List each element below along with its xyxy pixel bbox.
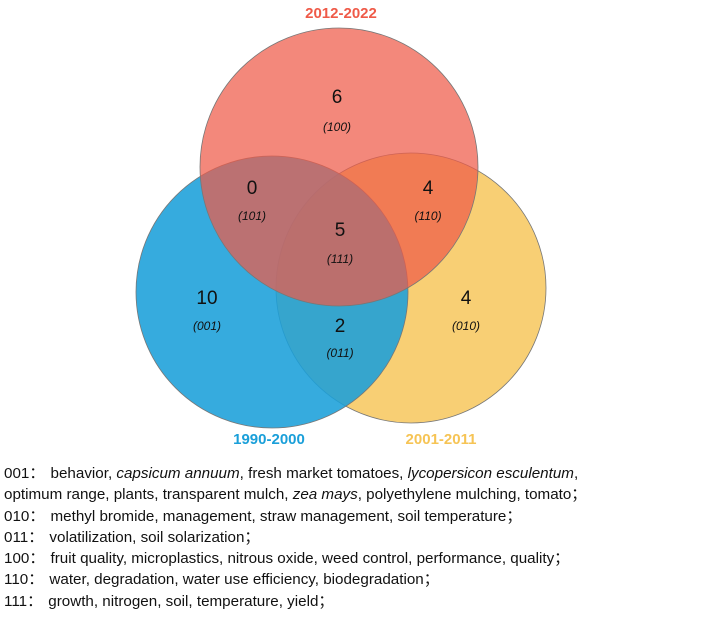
legend-row: 001： behavior, capsicum annuum, fresh mar… bbox=[4, 463, 704, 484]
legend-code: 100： bbox=[4, 550, 45, 568]
set-label-1990-2000: 1990-2000 bbox=[233, 431, 305, 448]
set-label-2001-2011: 2001-2011 bbox=[406, 431, 477, 448]
legend-keywords: water, degradation, water use efficiency… bbox=[49, 571, 439, 589]
legend-keywords: volatilization, soil solarization； bbox=[49, 528, 260, 546]
legend-row: 100： fruit quality, microplastics, nitrou… bbox=[4, 548, 704, 569]
region-011-code: (011) bbox=[326, 346, 353, 360]
keyword-legend: 001： behavior, capsicum annuum, fresh mar… bbox=[4, 463, 704, 612]
region-010-code: (010) bbox=[452, 319, 480, 333]
set-label-2012-2022: 2012-2022 bbox=[305, 5, 377, 22]
legend-keywords: zea mays bbox=[292, 486, 358, 504]
legend-row: 111： growth, nitrogen, soil, temperature,… bbox=[4, 591, 704, 612]
region-101-count: 0 bbox=[247, 178, 258, 199]
legend-code: 001： bbox=[4, 465, 45, 482]
legend-keywords: fruit quality, microplastics, nitrous ox… bbox=[50, 550, 570, 568]
set-circle-2012-2022 bbox=[199, 27, 479, 307]
legend-code: 010： bbox=[4, 507, 45, 525]
venn-diagram: 2012-2022 1990-2000 2001-2011 6 (100) 0 … bbox=[135, 5, 547, 448]
legend-keywords: , bbox=[573, 465, 579, 482]
legend-keywords: growth, nitrogen, soil, temperature, yie… bbox=[48, 592, 334, 610]
region-110-count: 4 bbox=[423, 178, 434, 199]
legend-row: optimum range, plants, transparent mulch… bbox=[4, 484, 704, 505]
legend-code: 111： bbox=[4, 592, 43, 610]
legend-row: 011： volatilization, soil solarization； bbox=[4, 527, 704, 548]
legend-keywords: , fresh market tomatoes, bbox=[239, 465, 408, 482]
region-001-count: 10 bbox=[196, 288, 217, 309]
legend-code: 011： bbox=[4, 528, 44, 546]
region-110-code: (110) bbox=[414, 209, 441, 223]
legend-keywords: lycopersicon esculentum bbox=[407, 465, 574, 482]
legend-code: 110： bbox=[4, 571, 44, 589]
legend-row: 010： methyl bromide, management, straw ma… bbox=[4, 506, 704, 527]
legend-keywords: methyl bromide, management, straw manage… bbox=[50, 507, 522, 525]
region-100-count: 6 bbox=[332, 87, 343, 108]
region-111-code: (111) bbox=[327, 252, 353, 266]
region-011-count: 2 bbox=[335, 316, 346, 337]
region-010-count: 4 bbox=[461, 288, 472, 309]
legend-keywords: , polyethylene mulching, tomato； bbox=[357, 486, 587, 504]
legend-keywords: capsicum annuum bbox=[116, 465, 240, 482]
legend-row: 110： water, degradation, water use effici… bbox=[4, 569, 704, 590]
region-111-count: 5 bbox=[335, 220, 346, 241]
region-001-code: (001) bbox=[193, 319, 221, 333]
region-100-code: (100) bbox=[323, 120, 351, 134]
legend-keywords: optimum range, plants, transparent mulch… bbox=[4, 486, 293, 504]
legend-keywords: behavior, bbox=[50, 465, 117, 482]
region-101-code: (101) bbox=[238, 209, 266, 223]
